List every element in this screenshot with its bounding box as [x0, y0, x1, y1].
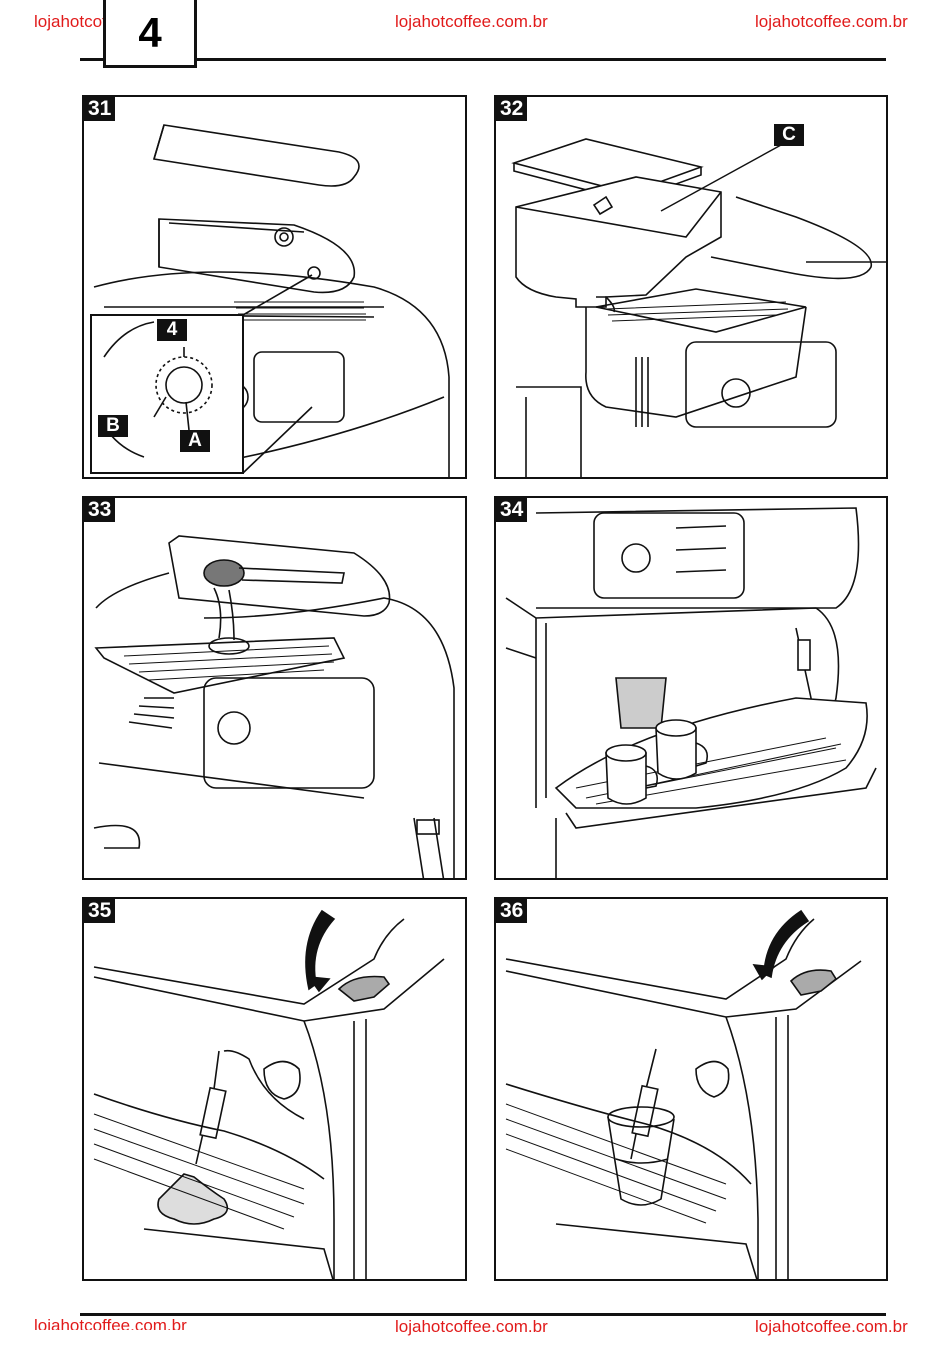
figure-35-drawing	[93, 909, 445, 1279]
figure-33-drawing	[93, 535, 455, 878]
figure-34-drawing	[505, 507, 877, 878]
page-number: 4	[103, 0, 197, 68]
figure-31: 31 4 B A	[82, 95, 467, 479]
figure-number: 36	[496, 899, 528, 923]
figure-35: 35	[82, 897, 467, 1281]
footer-watermark-center: lojahotcoffee.com.br	[395, 1317, 548, 1336]
footer-watermark-left: lojahotcoffee.com.br	[34, 1316, 187, 1335]
figure-number: 34	[496, 498, 528, 522]
figure-32-drawing	[511, 138, 886, 477]
footer-watermark-right: lojahotcoffee.com.br	[755, 1317, 908, 1336]
figure-number: 31	[84, 97, 116, 121]
callout-b: B	[98, 415, 128, 437]
figure-number: 32	[496, 97, 528, 121]
figure-34: 34	[494, 496, 888, 880]
figure-36-drawing	[505, 909, 862, 1279]
figure-36: 36	[494, 897, 888, 1281]
header-watermark-right: lojahotcoffee.com.br	[755, 12, 908, 31]
figure-31-drawing	[90, 124, 450, 477]
callout-4: 4	[157, 319, 187, 341]
header-rule	[80, 58, 886, 61]
header-watermark-center: lojahotcoffee.com.br	[395, 12, 548, 31]
footer-rule	[80, 1313, 886, 1316]
figure-number: 33	[84, 498, 116, 522]
figure-number: 35	[84, 899, 116, 923]
callout-a: A	[180, 430, 210, 452]
figure-33: 33	[82, 496, 467, 880]
callout-c: C	[774, 124, 804, 146]
figure-32: 32 C	[494, 95, 888, 479]
